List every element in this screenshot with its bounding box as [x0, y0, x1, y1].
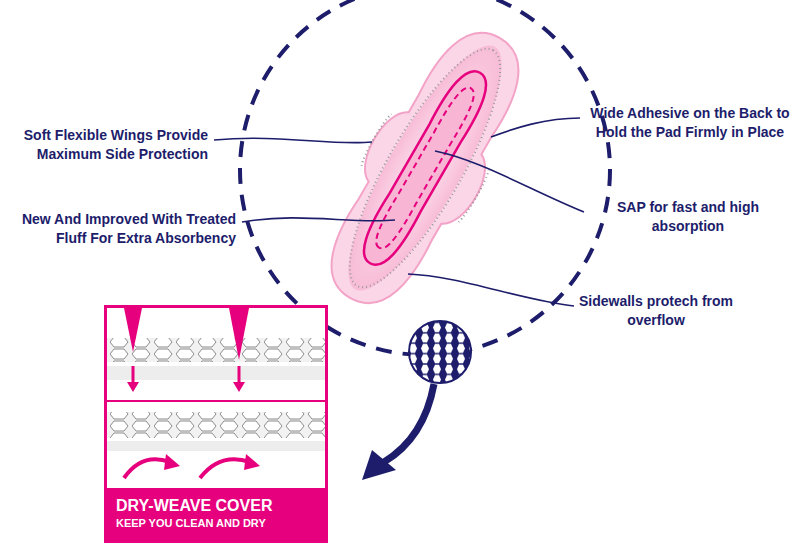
callout-label: SAP for fast and high absorption: [588, 198, 788, 236]
zoom-arrowhead: [362, 450, 396, 480]
callout-label: Wide Adhesive on the Back to Hold the Pa…: [584, 104, 796, 142]
dry-weave-illustration: [107, 308, 325, 484]
sanitary-pad: [299, 9, 551, 328]
leader-lines: [214, 118, 584, 306]
caption-band: DRY-WEAVE COVERKEEP YOU CLEAN AND DRY: [107, 488, 325, 540]
panel-heading: DRY-WEAVE COVER: [116, 496, 315, 516]
zoom-arrow: [384, 384, 434, 462]
panel-subheading: KEEP YOU CLEAN AND DRY: [116, 516, 315, 531]
dry-weave-panel: DRY-WEAVE COVERKEEP YOU CLEAN AND DRY: [104, 305, 328, 543]
cover-texture-circle: [409, 321, 471, 383]
callout-label: Sidewalls protech from overflow: [576, 292, 736, 330]
callout-label: Soft Flexible Wings Provide Maximum Side…: [8, 126, 208, 164]
callout-label: New And Improved With Treated Fluff For …: [6, 210, 236, 248]
zoom-circle: [240, 0, 610, 355]
